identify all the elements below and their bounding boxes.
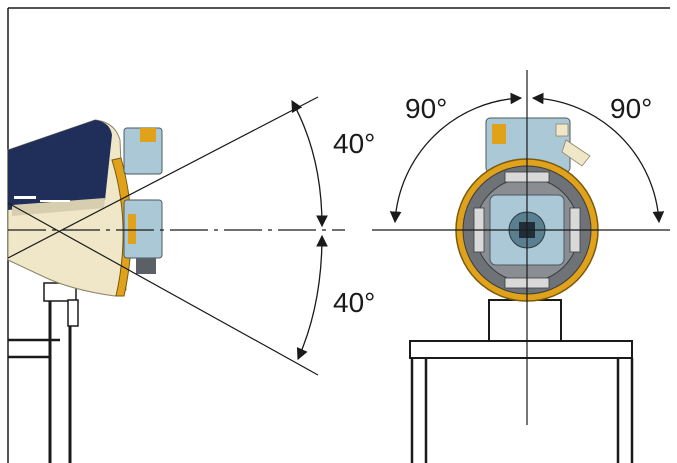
rotate-right-label: 90°	[610, 93, 652, 124]
front-pedestal	[409, 299, 634, 463]
rotate-left-label: 90°	[405, 93, 447, 124]
side-module-bottom-tab	[128, 214, 136, 244]
tilt-down-arc	[296, 234, 328, 361]
logo-mark	[14, 196, 36, 199]
side-view: 40° 40°	[7, 96, 375, 463]
side-connector	[136, 258, 156, 274]
side-module-top-tab	[140, 128, 156, 142]
rotate-left-arc	[389, 92, 523, 224]
tilt-down-label: 40°	[333, 287, 375, 318]
side-lower-limit-line	[7, 202, 319, 376]
tilt-up-label: 40°	[333, 128, 375, 159]
logo-text-mark	[40, 200, 70, 202]
rotate-right-arc	[531, 92, 665, 224]
tilt-up-arc	[291, 99, 328, 228]
side-mount-post	[8, 282, 79, 463]
front-view: 90° 90°	[372, 70, 670, 463]
side-housing	[7, 119, 163, 297]
